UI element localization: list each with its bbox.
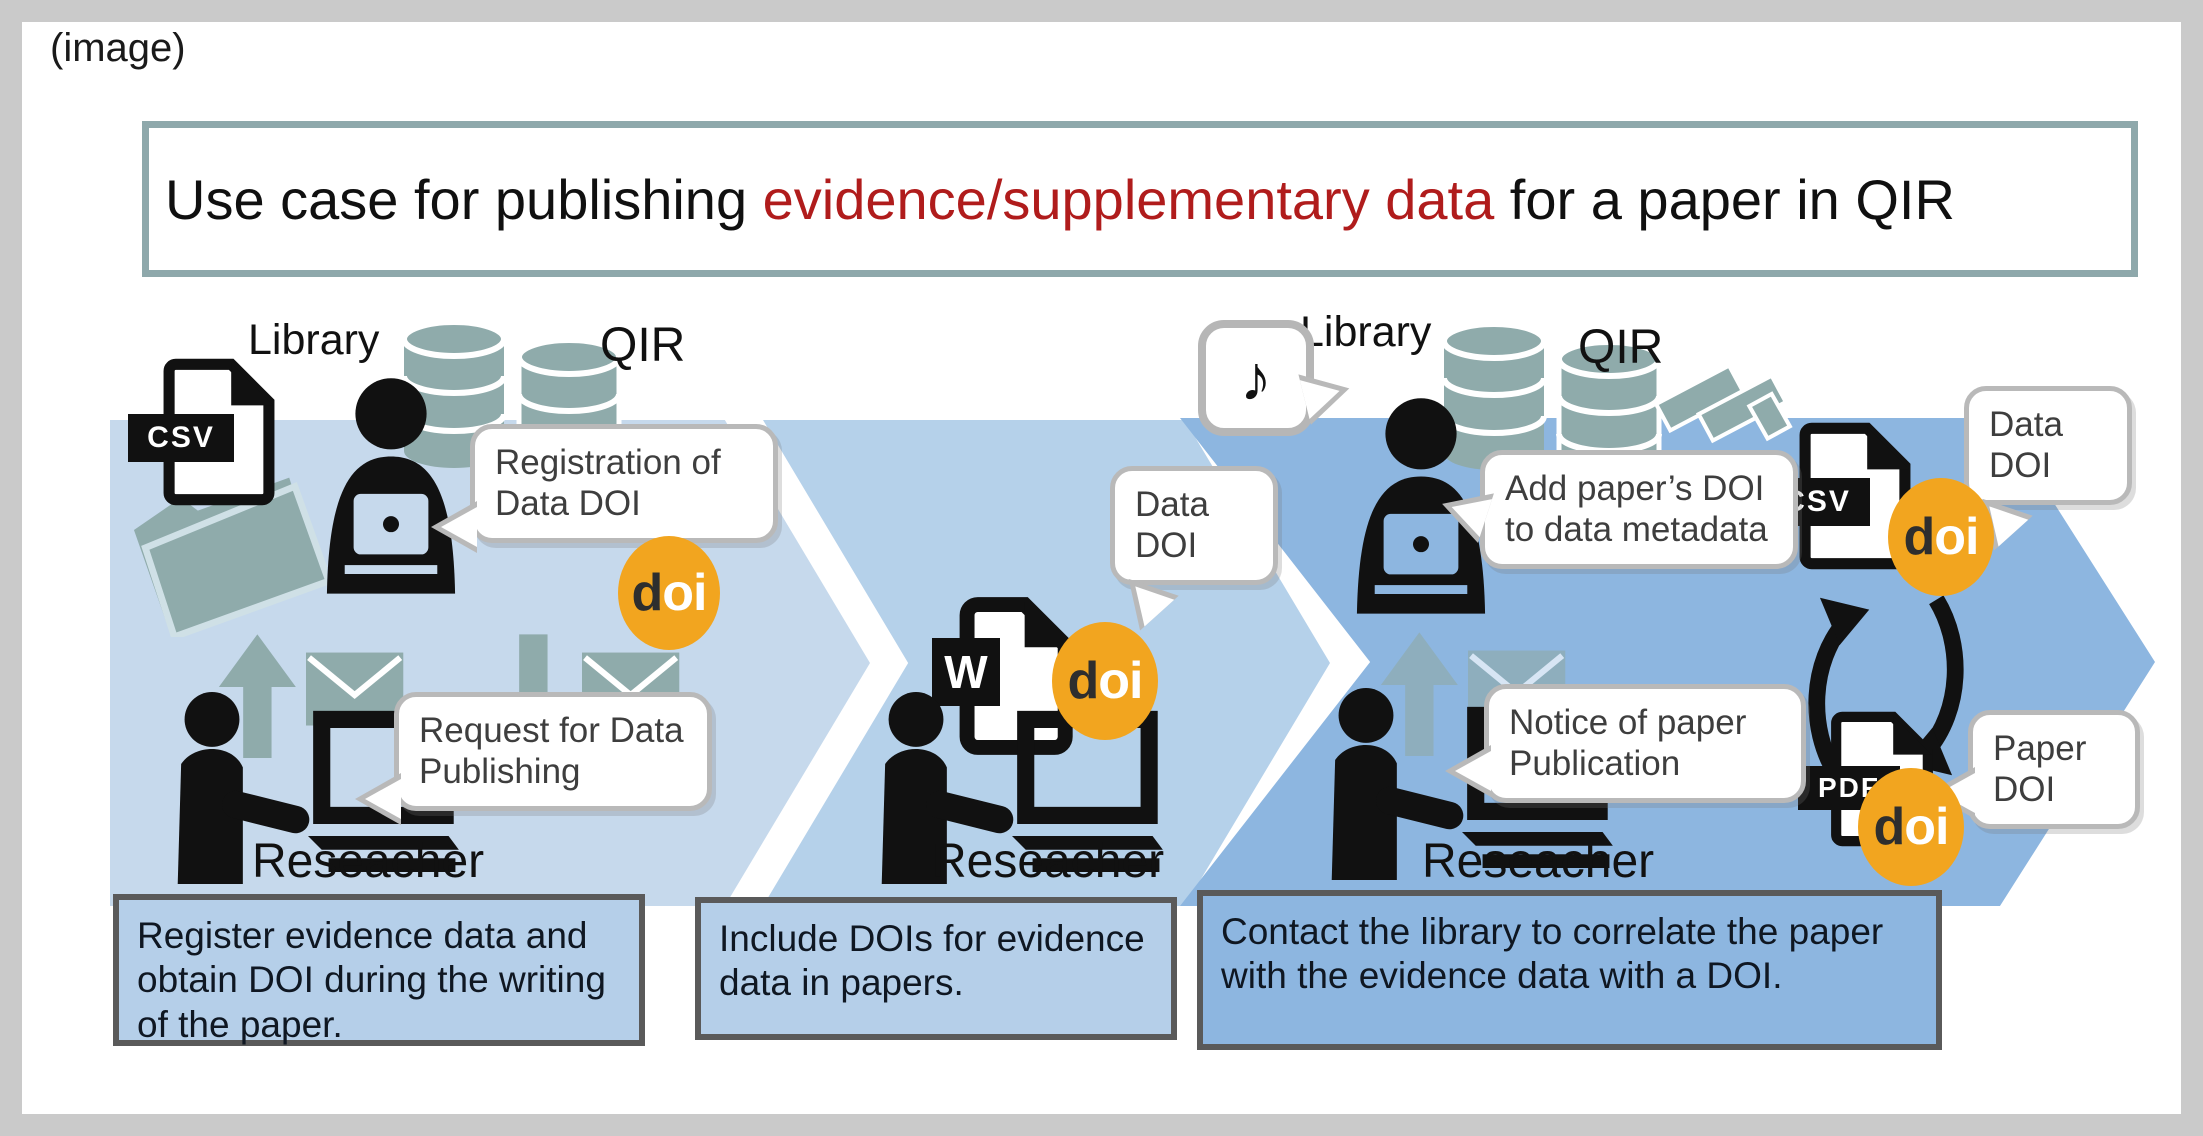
step-2-caption: Include DOIs for evidence data in papers… [695, 897, 1177, 1040]
qir-label-1: QIR [600, 319, 686, 372]
notice-bubble: Notice of paper Publication [1445, 684, 1806, 804]
data-doi-bubble-2-text: Data DOI [1135, 485, 1209, 565]
paper-doi-bubble: Paper DOI [1929, 710, 2140, 830]
music-note-bubble: ♪ [1198, 320, 1356, 436]
step-3-caption-text: Contact the library to correlate the pap… [1221, 911, 1884, 997]
request-bubble-text: Request for Data Publishing [419, 711, 684, 791]
data-doi-bubble-2: Data DOI [1109, 466, 1278, 631]
step-3-caption: Contact the library to correlate the pap… [1197, 890, 1942, 1050]
add-doi-bubble: Add paper’s DOI to data metadata [1434, 450, 1798, 570]
qir-label-3: QIR [1578, 321, 1664, 374]
title-text-post: for a paper in QIR [1494, 167, 1955, 231]
add-doi-bubble-text: Add paper’s DOI to data metadata [1505, 469, 1768, 549]
music-note-icon: ♪ [1240, 342, 1272, 414]
data-doi-bubble-3: Data DOI [1963, 386, 2132, 551]
csv-file-icon: CSV [128, 348, 280, 516]
request-bubble: Request for Data Publishing [355, 692, 712, 825]
bubble-tail [431, 501, 477, 553]
library-label-3: Library [1300, 308, 1432, 356]
title-box: Use case for publishing evidence/supplem… [142, 121, 2138, 277]
registration-bubble-text: Registration of Data DOI [495, 443, 721, 523]
researcher-label-1: Reseacher [252, 835, 485, 888]
bubble-tail [355, 773, 401, 825]
researcher-label-2: Reseacher [932, 835, 1165, 888]
word-file-tag: W [932, 638, 1000, 706]
registration-bubble: Registration of Data DOI [431, 424, 778, 553]
librarian-laptop-icon-1 [302, 372, 480, 598]
csv-file-tag: CSV [128, 414, 234, 462]
image-caption-label: (image) [50, 26, 186, 70]
paper-doi-bubble-text: Paper DOI [1993, 729, 2087, 809]
step-2-caption-text: Include DOIs for evidence data in papers… [719, 918, 1145, 1004]
step-1-caption-text: Register evidence data and obtain DOI du… [137, 915, 606, 1045]
title-text-pre: Use case for publishing [165, 167, 763, 231]
folder-icon [122, 462, 327, 637]
title-text-highlight: evidence/supplementary data [762, 167, 1495, 231]
library-label-1: Library [248, 316, 380, 364]
books-icon [1648, 340, 1800, 454]
database-stack-icon-3 [1438, 316, 1670, 496]
data-doi-bubble-3-text: Data DOI [1989, 405, 2063, 485]
bubble-tail [1445, 745, 1491, 797]
researcher-label-3: Reseacher [1422, 835, 1655, 888]
notice-bubble-text: Notice of paper Publication [1509, 703, 1747, 783]
step-1-caption: Register evidence data and obtain DOI du… [113, 894, 645, 1046]
